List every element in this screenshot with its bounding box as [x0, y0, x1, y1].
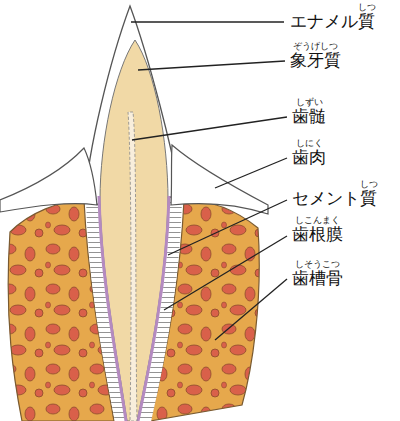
part-label: 歯髄: [292, 108, 326, 125]
furigana: ぞうげしつ: [293, 42, 338, 51]
part-label: 象牙質: [290, 52, 341, 69]
part-label: 歯根膜: [292, 226, 343, 243]
furigana: しつ: [360, 180, 378, 189]
furigana: しそうこつ: [295, 260, 340, 269]
part-label: 歯肉: [292, 149, 326, 166]
furigana: しずい: [296, 98, 323, 107]
furigana: しつ: [358, 3, 376, 12]
part-label: セメント質: [292, 190, 377, 207]
furigana: しこんまく: [295, 216, 340, 225]
part-label: エナメル質: [290, 13, 375, 30]
furigana: しにく: [296, 139, 323, 148]
part-label: 歯槽骨: [292, 270, 343, 287]
